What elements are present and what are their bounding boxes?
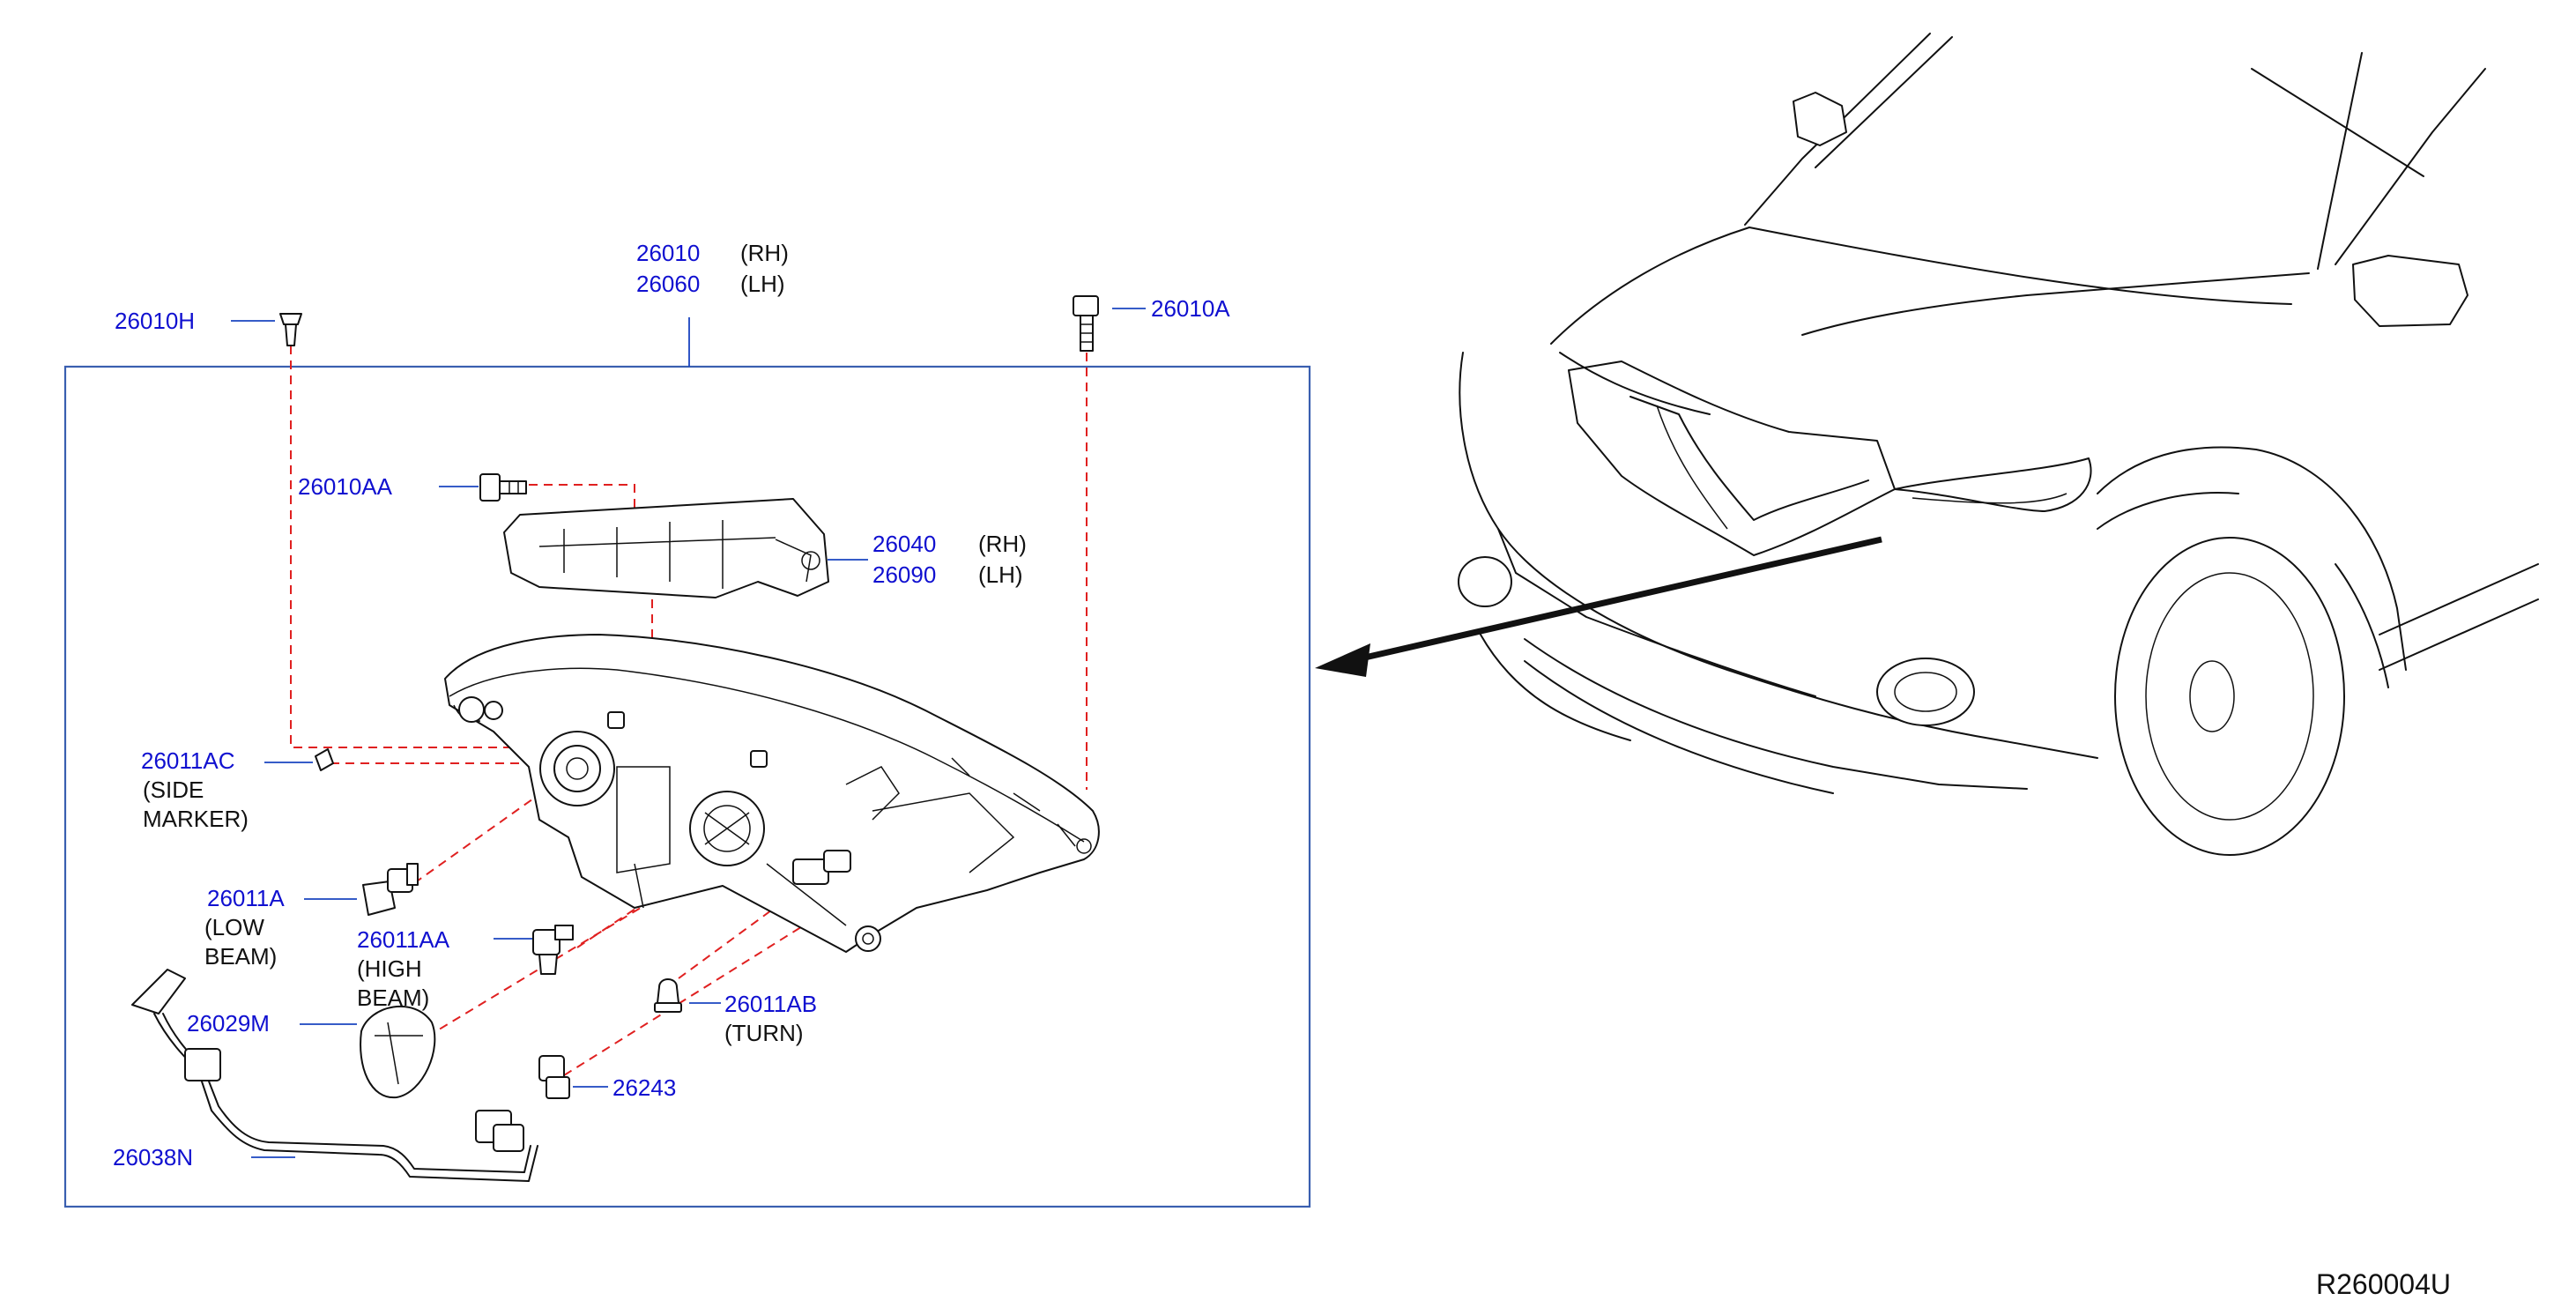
callout-26011A: 26011A xyxy=(207,885,285,911)
callout-26010AA: 26010AA xyxy=(298,473,393,500)
cap-icon xyxy=(360,1006,436,1099)
bulb-icon xyxy=(654,978,682,1013)
callout-26060-note: (LH) xyxy=(740,271,785,297)
callout-26038N: 26038N xyxy=(113,1144,193,1171)
callout-26011AC: 26011AC xyxy=(141,747,235,774)
callout-26060: 26060 xyxy=(636,271,700,297)
callout-26011AC-note2: MARKER) xyxy=(143,806,249,832)
callout-26010A: 26010A xyxy=(1151,295,1230,322)
screw-icon xyxy=(479,473,527,502)
callout-26011AC-note: (SIDE xyxy=(143,777,204,803)
callout-26010H: 26010H xyxy=(115,308,195,334)
leader-lines xyxy=(231,308,1146,1158)
callout-26011AB-note: (TURN) xyxy=(724,1020,804,1046)
callout-26029M: 26029M xyxy=(187,1010,270,1037)
bulb-icon xyxy=(362,863,419,916)
bulb-icon xyxy=(532,925,574,975)
callout-labels: 26010 (RH) 26060 (LH) 26010H 26010A 2601… xyxy=(113,240,2451,1300)
callout-26011AA: 26011AA xyxy=(357,926,450,953)
bracket-icon xyxy=(503,498,829,598)
harness-icon xyxy=(131,969,538,1182)
bulb-icon xyxy=(315,748,334,771)
callout-26040-note: (RH) xyxy=(978,531,1027,557)
callout-26011AB: 26011AB xyxy=(724,991,817,1017)
callout-26010-note: (RH) xyxy=(740,240,789,266)
vehicle-front-icon xyxy=(1458,33,2539,856)
callout-26011AA-note: (HIGH xyxy=(357,955,422,982)
figure-code: R260004U xyxy=(2316,1268,2451,1300)
headlamp-assembly-icon xyxy=(444,634,1100,953)
clip-icon xyxy=(279,313,302,346)
direction-arrow-icon xyxy=(1315,536,1882,677)
callout-26011A-note: (LOW xyxy=(204,914,264,940)
socket-icon xyxy=(538,1055,570,1099)
screw-icon xyxy=(1073,295,1099,352)
callout-26090-note: (LH) xyxy=(978,561,1023,588)
callout-26040: 26040 xyxy=(872,531,936,557)
callout-26011AA-note2: BEAM) xyxy=(357,985,429,1011)
callout-26011A-note2: BEAM) xyxy=(204,943,277,970)
callout-26243: 26243 xyxy=(612,1074,676,1101)
callout-26010: 26010 xyxy=(636,240,700,266)
callout-26090: 26090 xyxy=(872,561,936,588)
assembly-frame xyxy=(63,365,1311,1208)
